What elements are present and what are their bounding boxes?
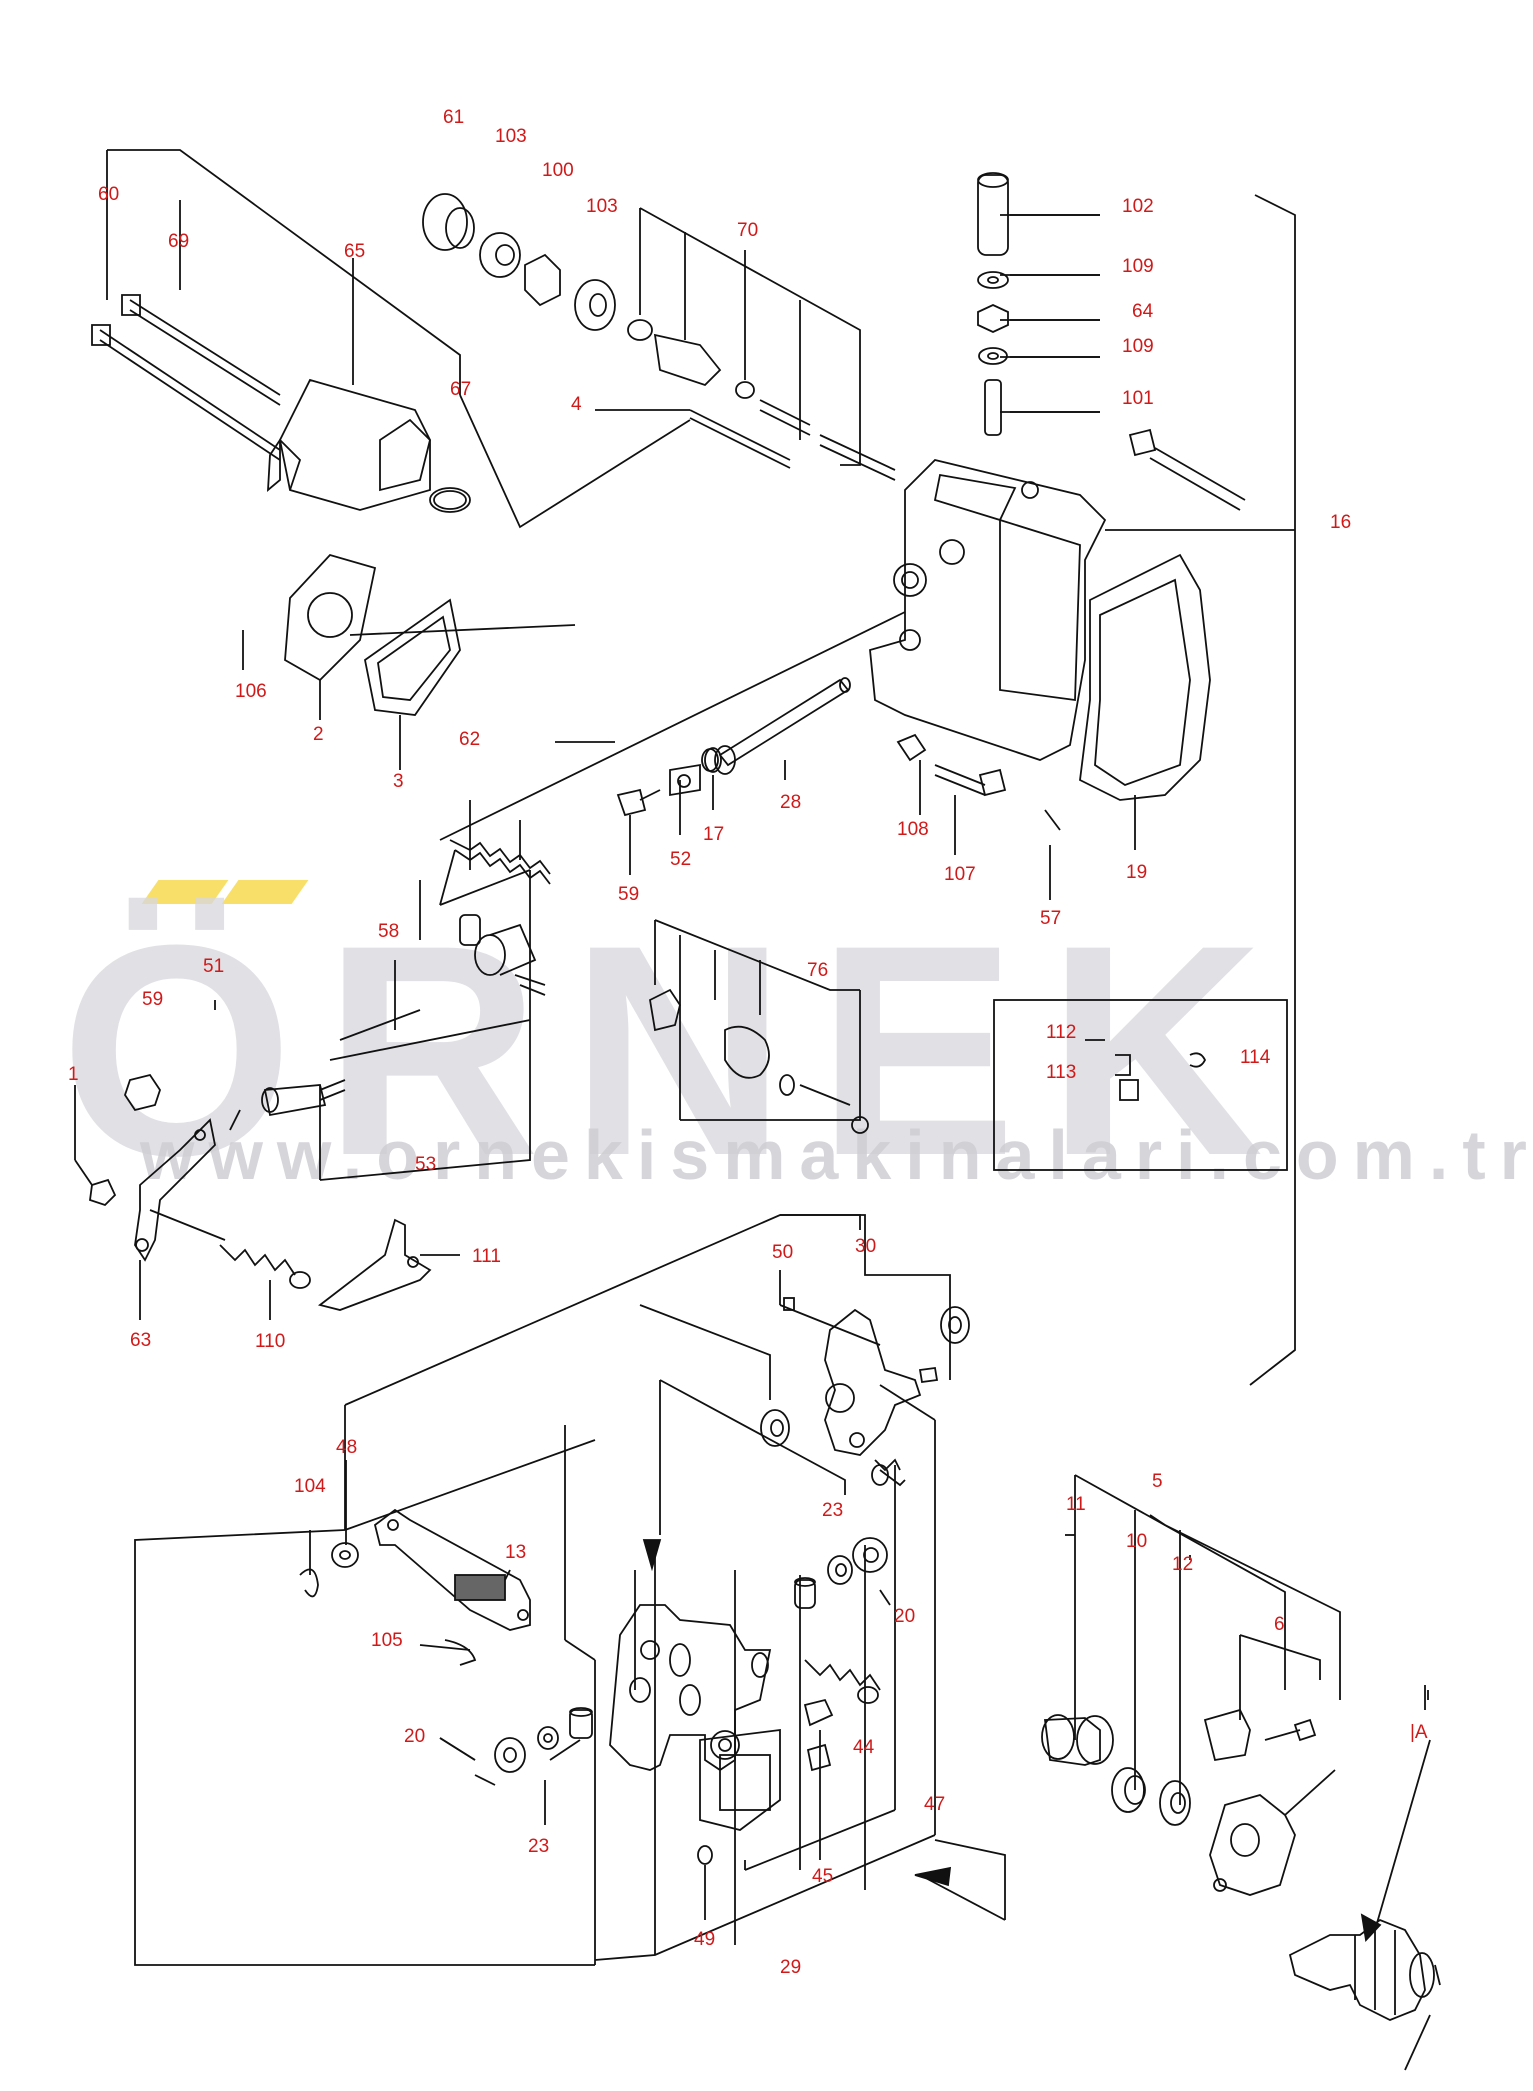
callout-102: 102 — [1122, 196, 1154, 217]
callout-47: 47 — [924, 1794, 945, 1815]
callout-16: 16 — [1330, 512, 1351, 533]
callout-52: 52 — [670, 849, 691, 870]
callout-69: 69 — [168, 231, 189, 252]
callout-112: 112 — [1046, 1022, 1076, 1043]
callout-100: 100 — [542, 160, 574, 181]
callout-60: 60 — [98, 184, 119, 205]
callout-103: 103 — [495, 126, 527, 147]
callout-12: 12 — [1172, 1554, 1193, 1575]
callout-51: 51 — [203, 956, 224, 977]
callout-3: 3 — [393, 771, 404, 792]
callout-70: 70 — [737, 220, 758, 241]
callout-108: 108 — [897, 819, 929, 840]
callout-110: 110 — [255, 1331, 285, 1352]
callout-11: 11 — [1066, 1494, 1086, 1515]
callout-53: 53 — [415, 1154, 436, 1175]
callout-58: 58 — [378, 921, 399, 942]
callout-10: 10 — [1126, 1531, 1147, 1552]
callout-30: 30 — [855, 1236, 876, 1257]
callout-59: 59 — [142, 989, 163, 1010]
callout-29: 29 — [780, 1957, 801, 1978]
callout-19: 19 — [1126, 862, 1147, 883]
callout-45: 45 — [812, 1866, 833, 1887]
callout-20: 20 — [894, 1606, 915, 1627]
callout-62: 62 — [459, 729, 480, 750]
callout-4: 4 — [571, 394, 582, 415]
callout-111: 111 — [472, 1246, 501, 1267]
callout-105: 105 — [371, 1630, 403, 1651]
watermark-brand: ÖRNEK — [60, 882, 1294, 1218]
callout-13: 13 — [505, 1542, 526, 1563]
callout-44: 44 — [853, 1737, 875, 1758]
callout-101: 101 — [1122, 388, 1154, 409]
callout-67: 67 — [450, 379, 471, 400]
callout-5: 5 — [1152, 1471, 1163, 1492]
callout-2: 2 — [313, 724, 324, 745]
callout-59: 59 — [618, 884, 639, 905]
callout-6: 6 — [1274, 1614, 1285, 1635]
callout-61: 61 — [443, 107, 464, 128]
callout-64: 64 — [1132, 301, 1154, 322]
callout-114: 114 — [1240, 1047, 1271, 1068]
callout-1: 1 — [68, 1064, 79, 1085]
callout-103: 103 — [586, 196, 618, 217]
callout-17: 17 — [703, 824, 724, 845]
callout-63: 63 — [130, 1330, 151, 1351]
callout-109: 109 — [1122, 256, 1154, 277]
callout-109: 109 — [1122, 336, 1154, 357]
callout-A: |A — [1410, 1722, 1428, 1743]
callout-23: 23 — [822, 1500, 843, 1521]
callout-20: 20 — [404, 1726, 425, 1747]
callout-49: 49 — [694, 1929, 715, 1950]
callout-48: 48 — [336, 1437, 357, 1458]
callout-113: 113 — [1046, 1062, 1076, 1083]
callout-76: 76 — [807, 960, 828, 981]
callout-104: 104 — [294, 1476, 326, 1497]
callout-57: 57 — [1040, 908, 1061, 929]
callout-50: 50 — [772, 1242, 793, 1263]
callout-28: 28 — [780, 792, 801, 813]
callout-65: 65 — [344, 241, 365, 262]
callout-106: 106 — [235, 681, 267, 702]
callout-107: 107 — [944, 864, 976, 885]
callout-23: 23 — [528, 1836, 549, 1857]
